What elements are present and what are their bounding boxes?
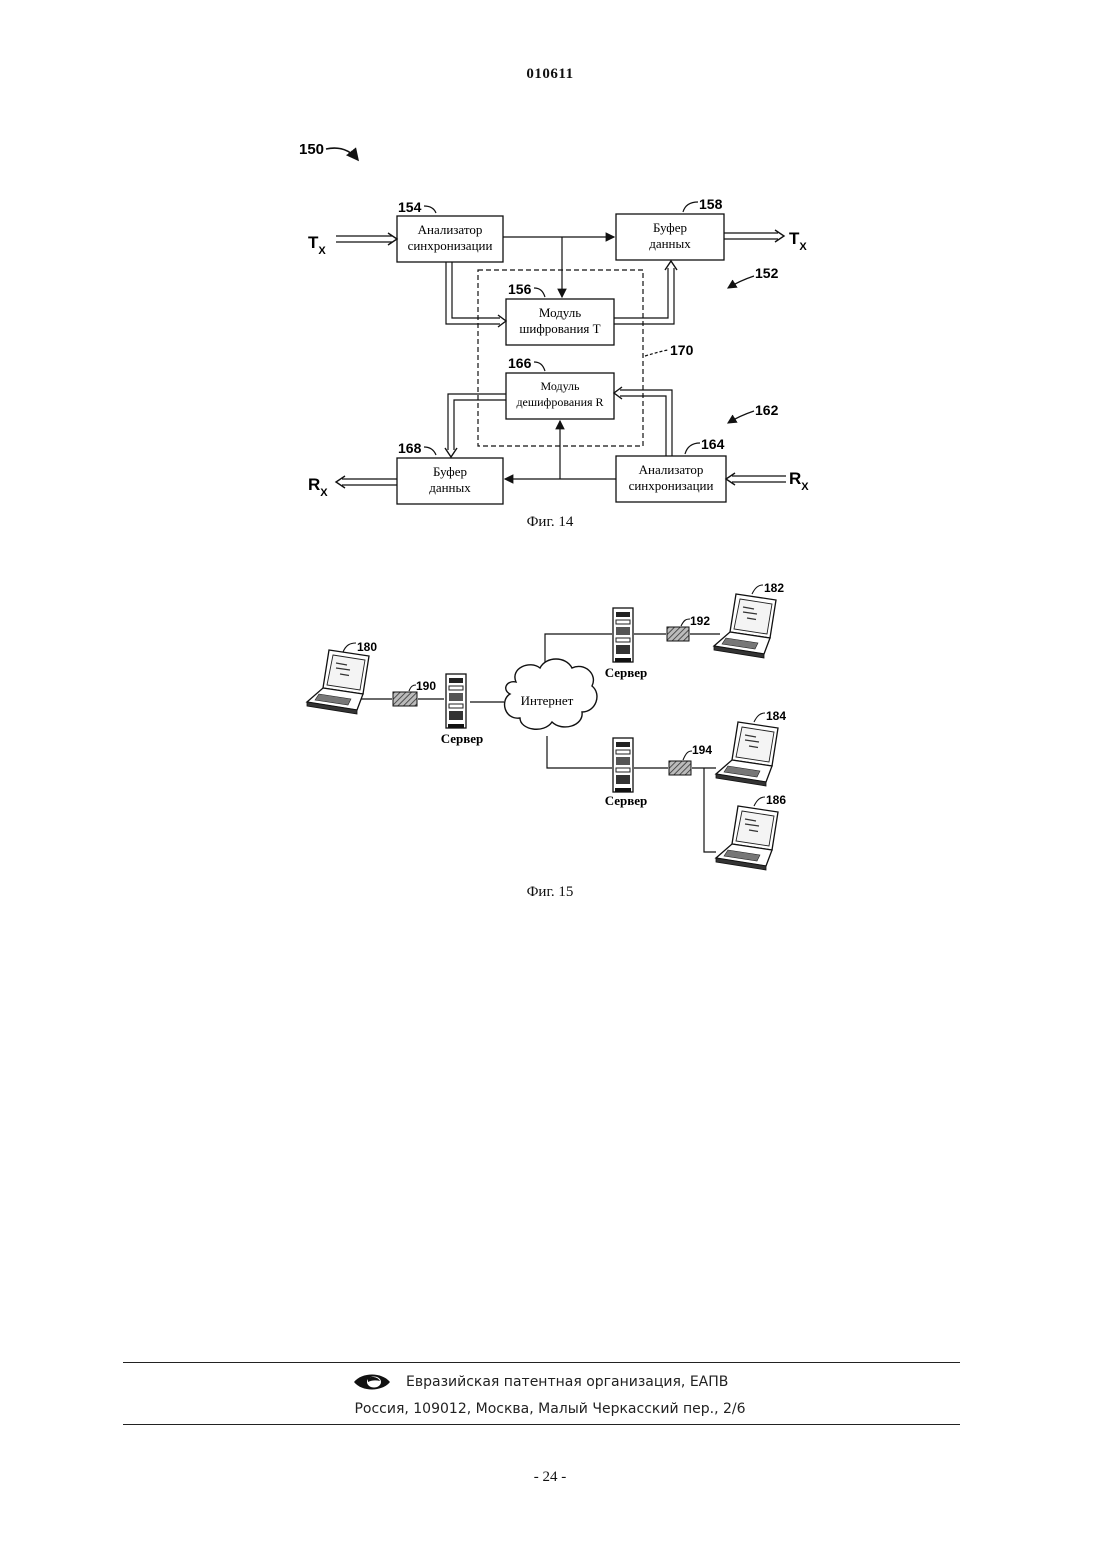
- server-bottom-icon: [613, 738, 633, 792]
- laptop-182-icon: [714, 594, 776, 658]
- laptop-180-icon: [307, 650, 369, 714]
- page-number: - 24 -: [0, 1469, 1100, 1486]
- figure-15-caption: Фиг. 15: [450, 884, 650, 901]
- footer-bottom-rule: [123, 1424, 960, 1425]
- internet-label: Интернет: [521, 693, 574, 708]
- figure-15-network-diagram: Интернет 180 190 Сервер Сервер 192 182 С…: [0, 0, 1100, 900]
- device-192-label: 192: [690, 614, 710, 628]
- laptop-180-label: 180: [357, 640, 377, 654]
- server-top-label: Сервер: [605, 665, 648, 680]
- footer-address: Россия, 109012, Москва, Малый Черкасский…: [0, 1401, 1100, 1417]
- footer-organization: Евразийская патентная организация, ЕАПВ: [406, 1374, 728, 1390]
- server-bottom-label: Сервер: [605, 793, 648, 808]
- server-left-label: Сервер: [441, 731, 484, 746]
- device-190-label: 190: [416, 679, 436, 693]
- laptop-184-label: 184: [766, 709, 786, 723]
- laptop-186-label: 186: [766, 793, 786, 807]
- encryption-device-192: [667, 627, 689, 641]
- device-194-label: 194: [692, 743, 712, 757]
- server-top-icon: [613, 608, 633, 662]
- eapo-logo-icon: [352, 1371, 392, 1393]
- encryption-device-190: [393, 692, 417, 706]
- laptop-184-icon: [716, 722, 778, 786]
- laptop-186-icon: [716, 806, 778, 870]
- footer-top-rule: [123, 1362, 960, 1363]
- laptop-182-label: 182: [764, 581, 784, 595]
- encryption-device-194: [669, 761, 691, 775]
- internet-cloud: Интернет: [505, 659, 597, 729]
- footer-organization-line: Евразийская патентная организация, ЕАПВ: [352, 1371, 728, 1393]
- server-left-icon: [446, 674, 466, 728]
